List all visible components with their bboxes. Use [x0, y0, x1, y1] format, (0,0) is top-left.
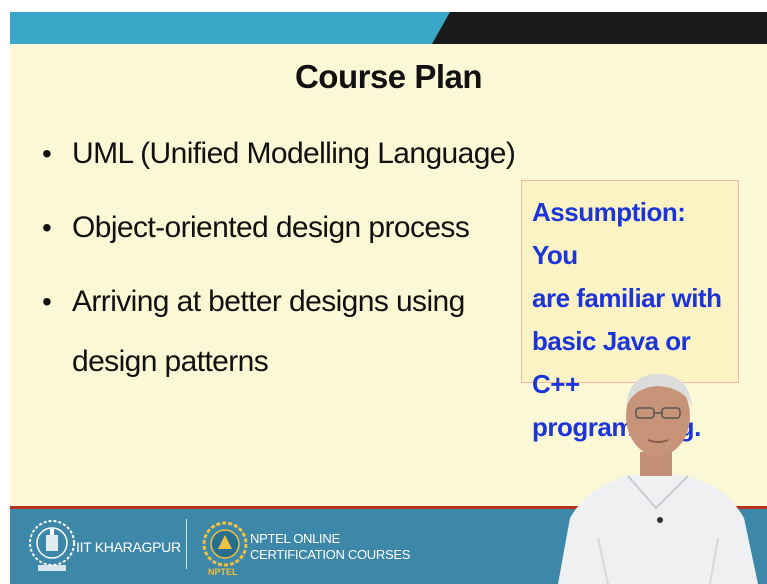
bullet-dot-icon: •	[42, 286, 52, 317]
bullet-list: • UML (Unified Modelling Language) • Obj…	[42, 124, 542, 400]
bullet-item: • Object-oriented design process	[42, 198, 542, 258]
footer-divider-line	[10, 506, 767, 509]
nptel-title-line2: CERTIFICATION COURSES	[250, 547, 411, 562]
presenter-video-overlay	[558, 374, 758, 584]
slide-content: Course Plan • UML (Unified Modelling Lan…	[10, 44, 767, 510]
iit-kharagpur-logo-icon	[29, 520, 75, 571]
bullet-dot-icon: •	[42, 212, 52, 243]
assumption-note: Assumption: You are familiar with basic …	[521, 180, 739, 442]
bullet-dot-icon: •	[42, 138, 52, 169]
nptel-logo-icon	[202, 521, 248, 567]
note-line: are familiar with	[532, 283, 722, 313]
bullet-item: • Arriving at better designs using desig…	[42, 272, 512, 392]
bullet-text: Arriving at better designs using design …	[72, 285, 465, 378]
top-bar-accent	[10, 12, 450, 44]
nptel-title-line1: NPTEL ONLINE	[250, 531, 340, 546]
bullet-text: Object-oriented design process	[72, 211, 470, 244]
bullet-item: • UML (Unified Modelling Language)	[42, 124, 542, 184]
institute-name: IIT KHARAGPUR	[76, 539, 181, 555]
footer-divider	[186, 519, 187, 569]
bullet-text: UML (Unified Modelling Language)	[72, 137, 516, 170]
note-line: basic Java or C++	[532, 326, 691, 399]
nptel-small-label: NPTEL	[208, 567, 238, 577]
note-line: Assumption: You	[532, 197, 686, 270]
top-bar-dark	[432, 12, 767, 44]
slide-title: Course Plan	[294, 58, 483, 95]
